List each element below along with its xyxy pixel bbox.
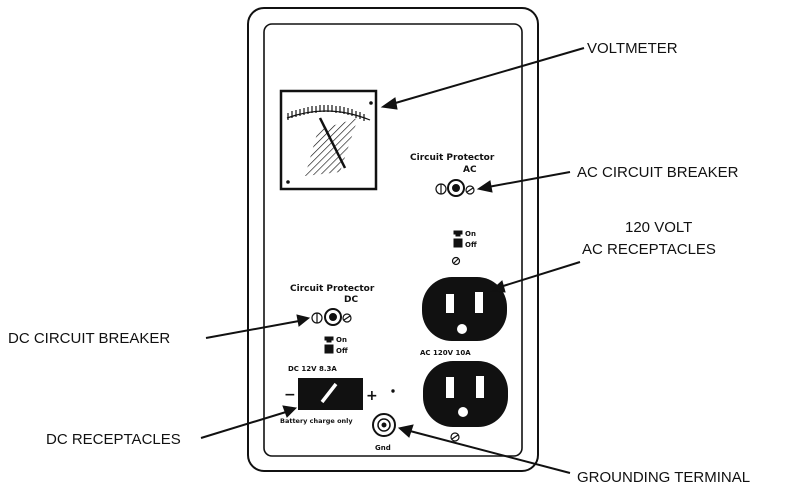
dc-protector-label-line2: DC (344, 295, 358, 305)
ac-protector-label-line2: AC (463, 165, 477, 175)
ac-breaker-screw-right (465, 185, 475, 195)
voltmeter-ticks (287, 105, 365, 121)
ac-breaker-callout: AC CIRCUIT BREAKER (476, 164, 739, 193)
dc-breaker-screw-right (342, 313, 352, 323)
dc-receptacle[interactable]: − + (284, 378, 395, 410)
ac-on-label: On (465, 230, 476, 238)
dc-rating-label: DC 12V 8.3A (288, 365, 337, 373)
ac-receptacle-bottom[interactable] (423, 361, 508, 427)
ac-on-off-indicator: On Off (451, 230, 477, 266)
ac-breaker-callout-label: AC CIRCUIT BREAKER (577, 164, 739, 181)
ac-breaker-leader-line (487, 171, 571, 188)
ac-receptacles-leader-line (499, 261, 581, 288)
dc-receptacles-callout: DC RECEPTACLES (46, 405, 298, 448)
dc-receptacles-leader-line (200, 411, 287, 439)
dc-receptacles-callout-label: DC RECEPTACLES (46, 431, 181, 448)
dc-receptacles-arrowhead (282, 405, 298, 418)
dc-off-label: Off (336, 347, 348, 355)
dc-breaker-leader-line (205, 320, 300, 339)
voltmeter-callout-label: VOLTMETER (587, 40, 678, 57)
dc-breaker-callout: DC CIRCUIT BREAKER (8, 314, 311, 347)
ac-screw-icon (451, 256, 461, 266)
grounding-terminal-callout-label: GROUNDING TERMINAL (577, 469, 750, 486)
ac-bottom-screw-icon (450, 432, 460, 442)
ground-terminal[interactable]: Gnd (372, 413, 396, 452)
dc-circuit-protector: Circuit Protector DC (290, 284, 375, 326)
voltmeter-hatch (305, 118, 358, 176)
ac-receptacles-arrowhead (489, 280, 506, 293)
voltmeter (279, 89, 378, 191)
voltmeter-needle (318, 117, 347, 169)
dc-protector-label-line1: Circuit Protector (290, 284, 375, 294)
ac-receptacles-callout-label-line1: 120 VOLT (625, 219, 692, 236)
dc-minus-label: − (284, 387, 296, 403)
dc-on-label: On (336, 336, 347, 344)
ac-receptacles-callout: 120 VOLT AC RECEPTACLES (489, 219, 716, 293)
ac-receptacle-top[interactable] (422, 277, 507, 341)
dc-plus-label: + (366, 388, 378, 404)
ac-rating-label: AC 120V 10A (420, 349, 471, 357)
ac-breaker-arrowhead (476, 180, 493, 193)
voltmeter-leader-line (391, 47, 585, 105)
grounding-terminal-arrowhead (397, 424, 414, 438)
ac-circuit-protector: Circuit Protector AC (410, 153, 495, 197)
grounding-terminal-callout: GROUNDING TERMINAL (397, 424, 750, 486)
ac-receptacles-callout-label-line2: AC RECEPTACLES (582, 241, 716, 258)
ac-off-label: Off (465, 241, 477, 249)
battery-note: Battery charge only (280, 417, 353, 425)
voltmeter-arrowhead (380, 97, 398, 110)
dc-on-off-indicator: On Off (324, 336, 348, 355)
dc-breaker-callout-label: DC CIRCUIT BREAKER (8, 330, 170, 347)
grounding-terminal-leader-line (409, 430, 571, 474)
dc-breaker-arrowhead (296, 314, 311, 327)
ac-protector-label-line1: Circuit Protector (410, 153, 495, 163)
voltmeter-callout: VOLTMETER (380, 40, 678, 110)
gnd-label: Gnd (375, 444, 391, 452)
